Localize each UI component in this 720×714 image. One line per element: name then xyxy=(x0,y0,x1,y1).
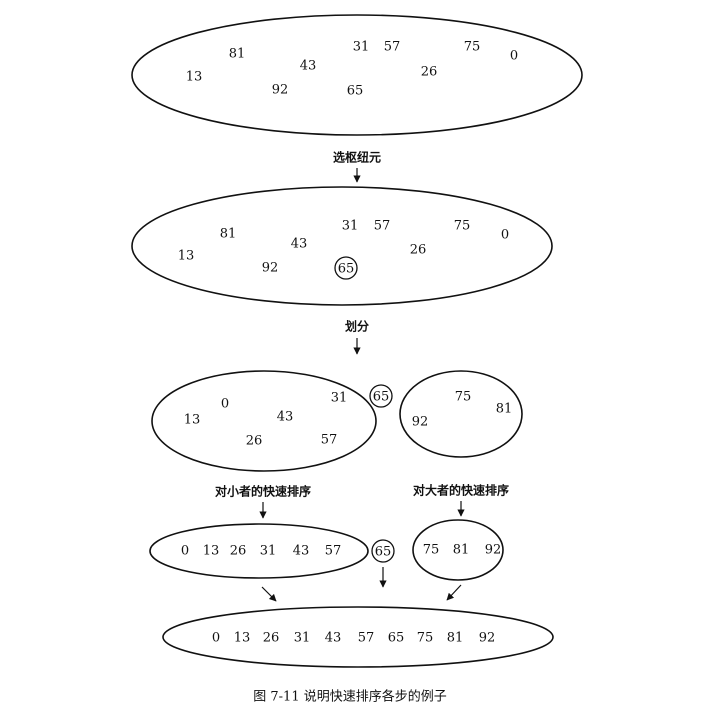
sorted-small-ellipse xyxy=(149,523,369,579)
small-partition-number: 43 xyxy=(277,410,294,425)
stage2-number: 81 xyxy=(220,227,237,242)
stage2-number: 31 xyxy=(342,219,359,234)
initial-set-ellipse xyxy=(131,14,583,136)
stage1-number: 31 xyxy=(353,40,370,55)
sorted-number: 75 xyxy=(417,631,434,646)
sorted-number: 57 xyxy=(358,631,375,646)
sorted-result-ellipse xyxy=(162,606,554,668)
pivot-chosen-set-ellipse xyxy=(131,186,553,306)
pivot-circle xyxy=(371,539,395,563)
pivot-circle xyxy=(334,256,358,280)
figure-caption: 图 7-11 说明快速排序各步的例子 xyxy=(253,689,446,705)
merge-arrow xyxy=(261,586,277,602)
stage1-number: 0 xyxy=(510,49,518,64)
sorted-number: 81 xyxy=(447,631,464,646)
stage2-number: 43 xyxy=(291,237,308,252)
sorted-small-number: 43 xyxy=(293,544,310,559)
stage1-number: 92 xyxy=(272,83,289,98)
sorted-large-number: 75 xyxy=(423,543,440,558)
stage2-number: 57 xyxy=(374,219,391,234)
sorted-small-number: 26 xyxy=(230,544,247,559)
sorted-large-number: 92 xyxy=(485,543,502,558)
stage1-number: 43 xyxy=(300,59,317,74)
small-partition-number: 0 xyxy=(221,397,229,412)
large-partition-ellipse xyxy=(399,370,523,458)
stage1-number: 26 xyxy=(421,65,438,80)
sorted-number: 43 xyxy=(325,631,342,646)
sorted-large-ellipse xyxy=(412,519,504,581)
sorted-small-number: 31 xyxy=(260,544,277,559)
step-partition-label: 划分 xyxy=(345,319,369,334)
large-partition-number: 92 xyxy=(412,415,429,430)
large-partition-number: 81 xyxy=(496,402,513,417)
stage2-number: 26 xyxy=(410,243,427,258)
sorted-large-number: 81 xyxy=(453,543,470,558)
stage2-number: 75 xyxy=(454,219,471,234)
sorted-number: 65 xyxy=(388,631,405,646)
sorted-small-number: 57 xyxy=(325,544,342,559)
stage1-number: 57 xyxy=(384,40,401,55)
sorted-small-number: 0 xyxy=(181,544,189,559)
sorted-number: 26 xyxy=(263,631,280,646)
sorted-number: 92 xyxy=(479,631,496,646)
small-partition-number: 57 xyxy=(321,433,338,448)
step-choose-pivot-label: 选枢纽元 xyxy=(333,150,381,165)
small-partition-number: 26 xyxy=(246,434,263,449)
sorted-number: 0 xyxy=(212,631,220,646)
pivot-circle xyxy=(369,384,393,408)
large-partition-number: 75 xyxy=(455,390,472,405)
small-partition-ellipse xyxy=(151,370,377,472)
stage1-number: 81 xyxy=(229,47,246,62)
sorted-number: 13 xyxy=(234,631,251,646)
pivot-number: 65 xyxy=(373,390,390,405)
stage2-number: 13 xyxy=(178,249,195,264)
sort-large-label: 对大者的快速排序 xyxy=(413,483,509,498)
stage2-number: 92 xyxy=(262,261,279,276)
pivot-number: 65 xyxy=(338,262,355,277)
stage1-number: 75 xyxy=(464,40,481,55)
stage1-number: 65 xyxy=(347,84,364,99)
sort-small-label: 对小者的快速排序 xyxy=(215,484,311,499)
sorted-number: 31 xyxy=(294,631,311,646)
stage2-number: 0 xyxy=(501,228,509,243)
stage1-number: 13 xyxy=(186,70,203,85)
small-partition-number: 31 xyxy=(331,391,348,406)
sorted-small-number: 13 xyxy=(203,544,220,559)
pivot-number: 65 xyxy=(375,545,392,560)
merge-arrow xyxy=(446,584,462,601)
small-partition-number: 13 xyxy=(184,413,201,428)
